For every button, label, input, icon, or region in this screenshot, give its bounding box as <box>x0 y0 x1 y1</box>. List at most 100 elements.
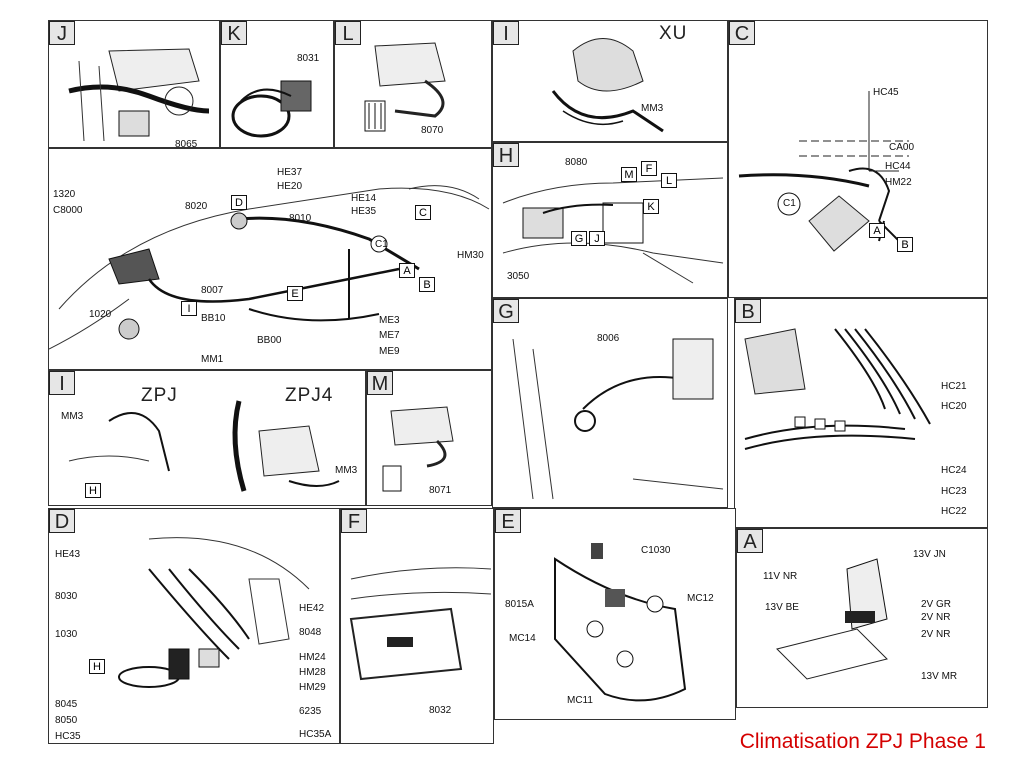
panel-l-drawing <box>364 42 446 132</box>
label: 2V GR <box>921 599 952 610</box>
label: ME7 <box>379 330 400 341</box>
label: HM29 <box>299 682 326 693</box>
label: 8031 <box>297 53 320 64</box>
ref-box: M <box>621 167 637 182</box>
label: 8070 <box>421 125 444 136</box>
panel-i-xu-drawing <box>551 38 664 133</box>
panel-tag: E <box>495 509 521 533</box>
label: 8048 <box>299 627 322 638</box>
label: 8020 <box>185 201 208 212</box>
diagram-caption: Climatisation ZPJ Phase 1 <box>739 730 986 753</box>
panel-j-drawing <box>68 48 210 142</box>
label: HC22 <box>941 506 967 517</box>
panel-e: E C1030 8015A MC12 MC14 MC11 <box>494 508 736 720</box>
label: HM30 <box>457 250 484 261</box>
panel-tag: G <box>493 299 519 323</box>
label: 8006 <box>597 333 620 344</box>
label: MC12 <box>687 593 714 604</box>
label: BB00 <box>257 335 282 346</box>
label: MM3 <box>335 465 358 476</box>
panel-k-drawing <box>231 80 312 138</box>
panel-i-zpj: I ZPJ ZPJ4 MM3 MM3 H <box>48 370 366 506</box>
panel-tag: B <box>735 299 761 323</box>
label: 13V MR <box>921 671 958 682</box>
label: 8032 <box>429 705 452 716</box>
panel-b-drawing <box>744 328 931 450</box>
label: C8000 <box>53 205 83 216</box>
panel-tag: A <box>737 529 763 553</box>
label: HC35A <box>299 729 332 740</box>
label: 3050 <box>507 271 530 282</box>
label: HC21 <box>941 381 967 392</box>
label: HC20 <box>941 401 967 412</box>
label: ME3 <box>379 315 400 326</box>
panel-i-zpj-drawing <box>68 400 340 492</box>
label: HC45 <box>873 87 899 98</box>
label: HE35 <box>351 206 377 217</box>
label: HE20 <box>277 181 303 192</box>
panel-h: H 8080 3050 M F L K G J <box>492 142 728 298</box>
panel-tag: H <box>493 143 519 167</box>
panel-g-drawing <box>512 338 724 500</box>
label: HE14 <box>351 193 377 204</box>
label: 2V NR <box>921 612 951 623</box>
label: 13V BE <box>765 602 799 613</box>
label: 1320 <box>53 189 76 200</box>
label: CA00 <box>889 142 915 153</box>
label: ME9 <box>379 346 400 357</box>
label: 8071 <box>429 485 452 496</box>
panel-l: L 8070 <box>334 20 492 148</box>
label: HE43 <box>55 549 81 560</box>
label: C1 <box>783 198 796 209</box>
variant-label: ZPJ4 <box>285 385 334 406</box>
panel-g: G 8006 <box>492 298 728 508</box>
label: HC44 <box>885 161 911 172</box>
panel-k: K 8031 <box>220 20 334 148</box>
label: 8010 <box>289 213 312 224</box>
variant-label: ZPJ <box>141 385 178 406</box>
ref-box: F <box>641 161 657 176</box>
main-drawing <box>49 185 490 350</box>
panel-d: D HE43 8030 HE42 1030 8048 HM24 HM28 HM2… <box>48 508 340 744</box>
ref-box: J <box>589 231 605 246</box>
label: MM3 <box>641 103 664 114</box>
ref-box: H <box>85 483 101 498</box>
panel-i-xu: I XU MM3 <box>492 20 728 142</box>
label: 8007 <box>201 285 224 296</box>
panel-a-drawing <box>776 558 888 680</box>
ref-box: C <box>415 205 431 220</box>
label: C1 <box>375 239 388 250</box>
label: 1020 <box>89 309 112 320</box>
ref-box: B <box>419 277 435 292</box>
label: HM28 <box>299 667 326 678</box>
ref-box: A <box>399 263 415 278</box>
variant-label: XU <box>659 23 688 44</box>
panel-tag: I <box>49 371 75 395</box>
panel-tag: C <box>729 21 755 45</box>
panel-c: C HC45 CA00 HC44 HM22 C1 A B <box>728 20 988 298</box>
label: MM3 <box>61 411 84 422</box>
panel-a: A 13V JN 11V NR 13V BE 2V GR 2V NR 2V NR… <box>736 528 988 708</box>
label: 8030 <box>55 591 78 602</box>
panel-f-drawing <box>349 567 492 681</box>
panel-f: F 8032 <box>340 508 494 744</box>
panel-tag: J <box>49 21 75 45</box>
ref-box: D <box>231 195 247 210</box>
label: HC24 <box>941 465 967 476</box>
panel-tag: D <box>49 509 75 533</box>
panel-b: B HC21 HC20 HC24 HC23 HC22 <box>734 298 988 528</box>
label: 8080 <box>565 157 588 168</box>
label: 8015A <box>505 599 534 610</box>
ref-box: E <box>287 286 303 301</box>
ref-box: B <box>897 237 913 252</box>
label: HC23 <box>941 486 967 497</box>
panel-tag: F <box>341 509 367 533</box>
ref-box: H <box>89 659 105 674</box>
label: 6235 <box>299 706 322 717</box>
ref-box: A <box>869 223 885 238</box>
label: C1030 <box>641 545 671 556</box>
panel-tag: I <box>493 21 519 45</box>
panel-tag: L <box>335 21 361 45</box>
label: HM22 <box>885 177 912 188</box>
label: HE37 <box>277 167 303 178</box>
